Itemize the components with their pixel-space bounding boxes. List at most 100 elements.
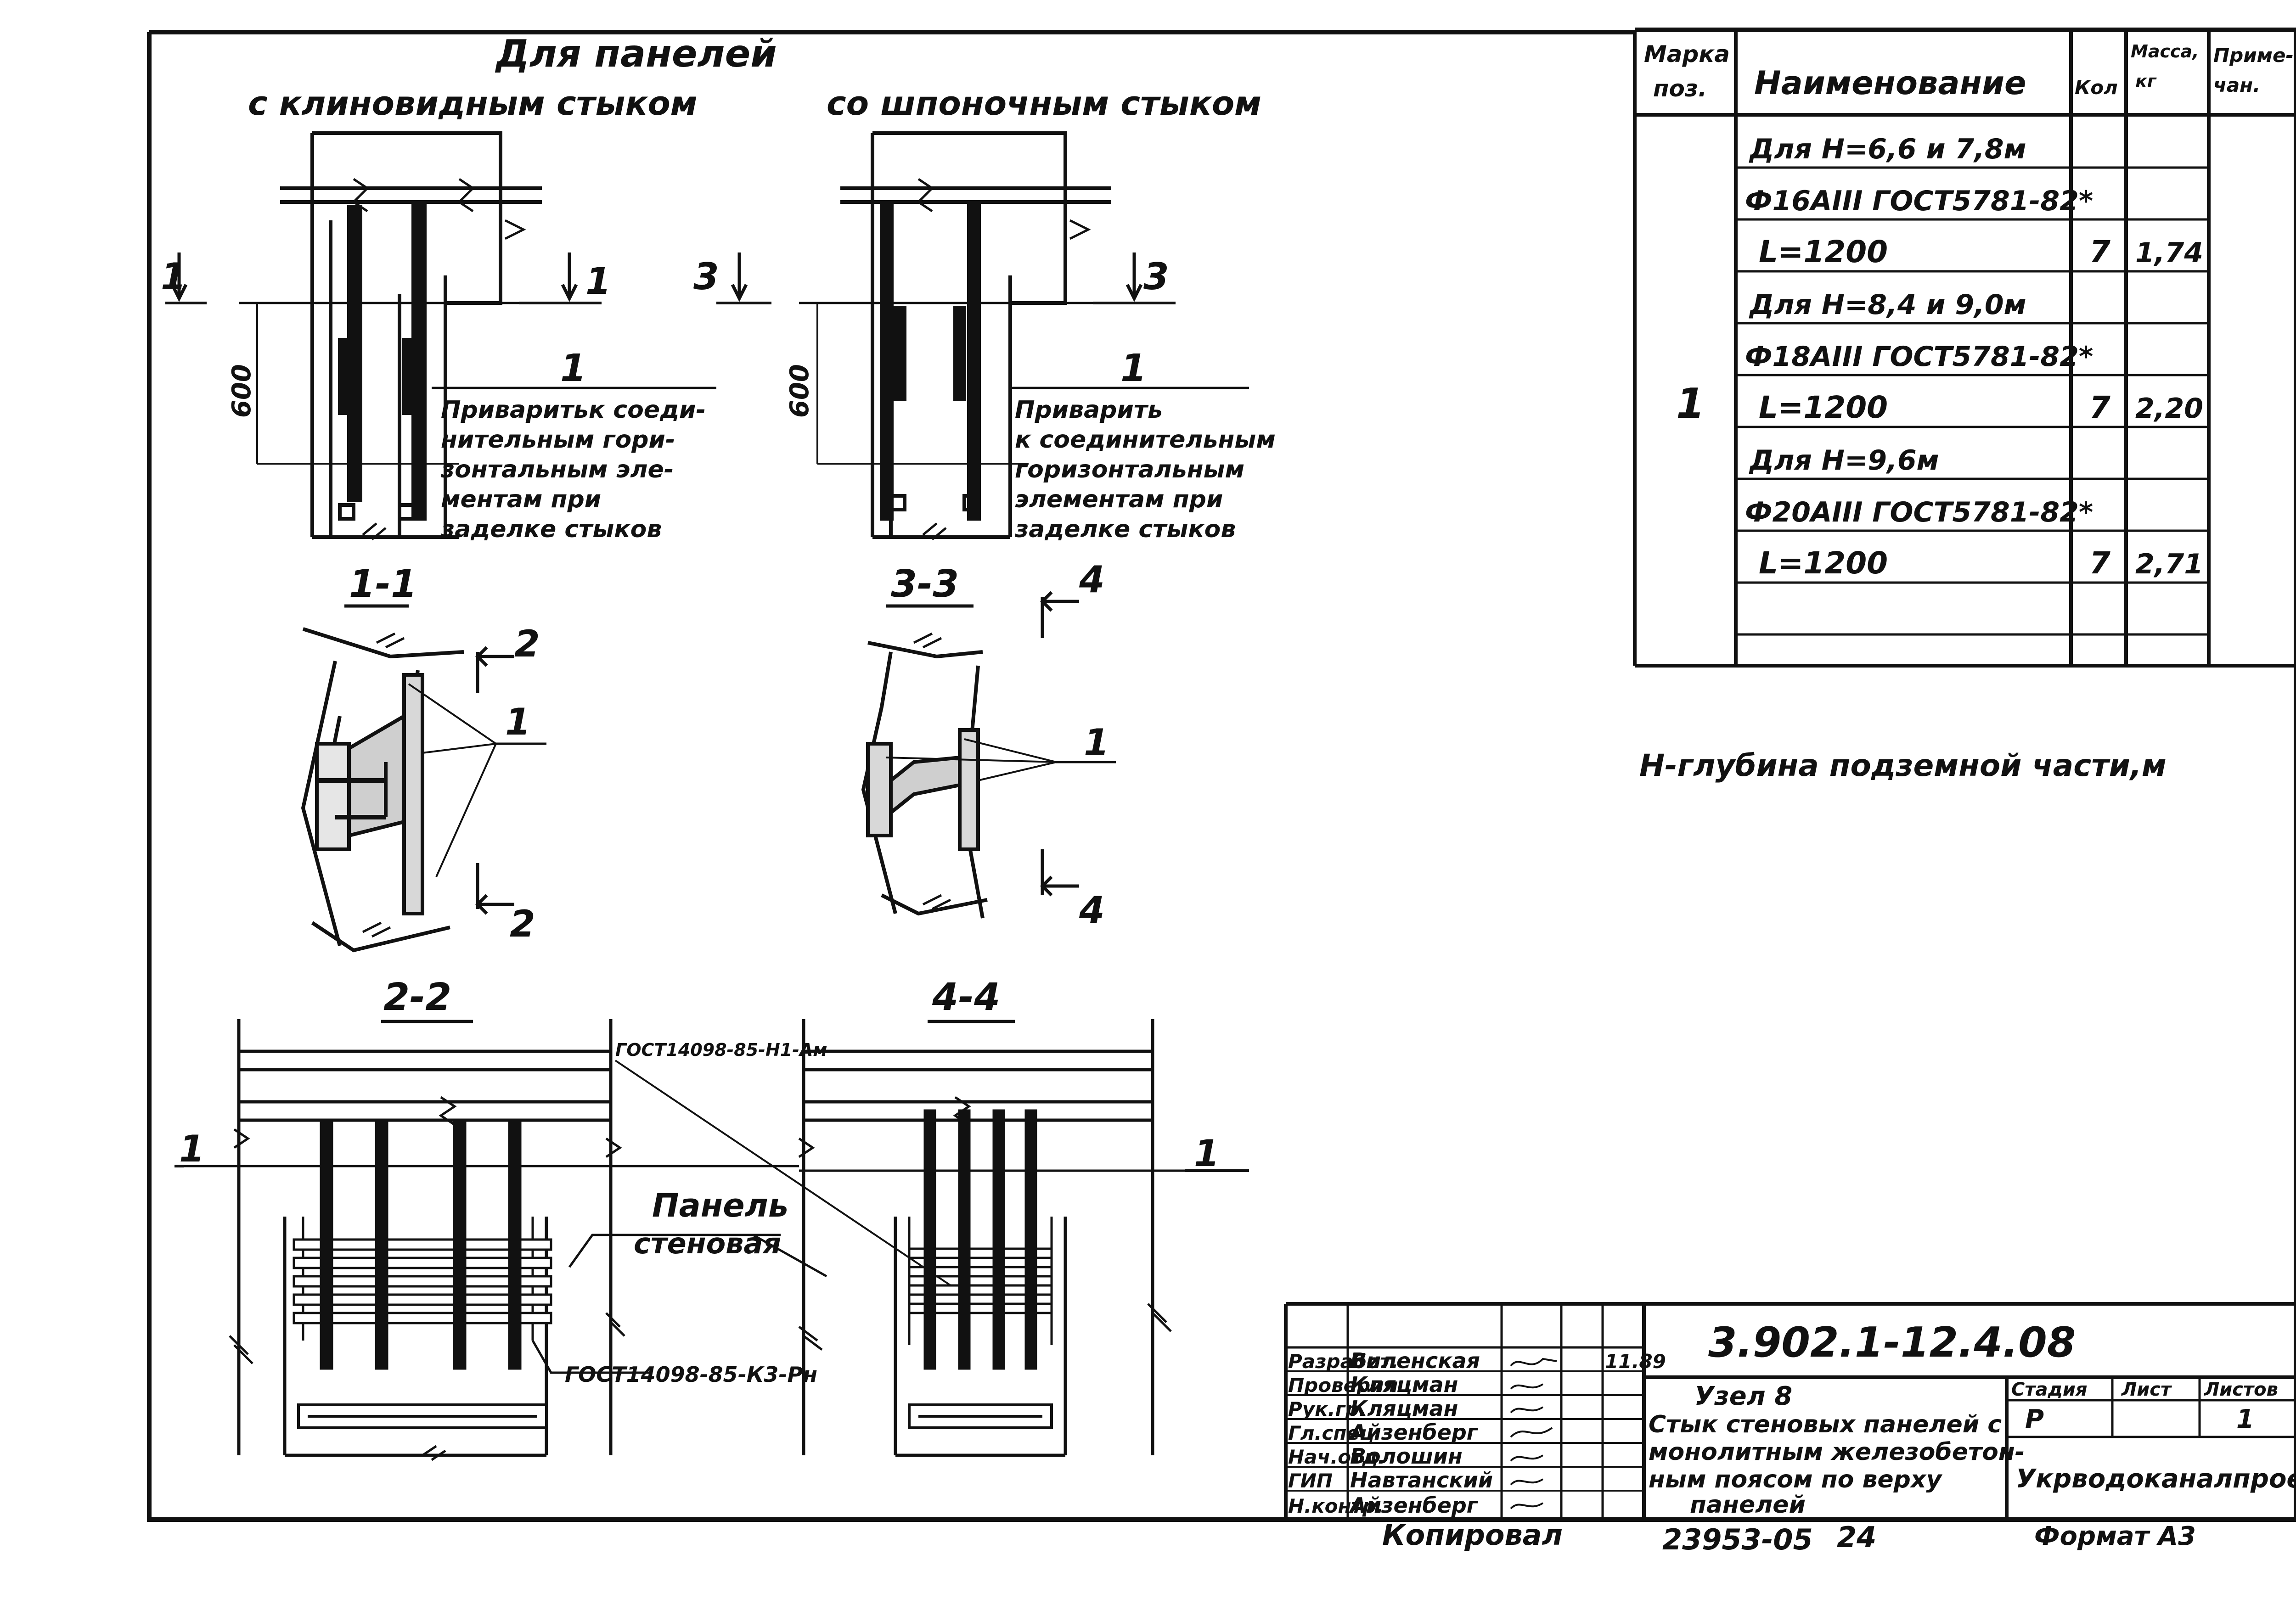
cut-label-1-left: 1 bbox=[161, 255, 186, 298]
date-cell: 11.89 bbox=[1605, 1350, 1666, 1373]
title-line: панелей bbox=[1690, 1491, 1806, 1519]
right-note-line: заделке стыков bbox=[1014, 516, 1236, 543]
row-name: L=1200 bbox=[1759, 390, 1888, 425]
row-name: Ф18АIII ГОСТ5781-82* bbox=[1745, 341, 2093, 373]
depth-note: Н-глубина подземной части,м bbox=[1639, 748, 2167, 783]
name-cell: Айзенберг bbox=[1349, 1493, 1479, 1518]
cut-label-1-right: 1 bbox=[585, 260, 611, 303]
signatures bbox=[1510, 1358, 1557, 1509]
name-cell: Навтанский bbox=[1350, 1468, 1493, 1492]
row-name: Для Н=6,6 и 7,8м bbox=[1749, 133, 2026, 165]
table-row: Для Н=6,6 и 7,8м bbox=[1749, 133, 2026, 165]
row-mass: 2,20 bbox=[2135, 393, 2203, 425]
row-qty: 7 bbox=[2089, 234, 2110, 269]
left-note-line: заделке стыков bbox=[440, 516, 662, 543]
sheet-format: Формат А3 bbox=[2034, 1521, 2196, 1551]
copied-by: Копировал bbox=[1382, 1518, 1563, 1552]
title-block-grid bbox=[1284, 1302, 2296, 1520]
gost-top-label: ГОСТ14098-85-Н1-Ам bbox=[615, 1040, 827, 1060]
pos-1-right-elev: 1 bbox=[1120, 347, 1147, 390]
table-row: L=1200 7 2,20 bbox=[1759, 390, 2203, 425]
drawing-code: 3.902.1-12.4.08 bbox=[1708, 1318, 2076, 1367]
pos-1-section-3-3: 1 bbox=[1084, 721, 1109, 764]
role-cell: Проверил bbox=[1288, 1374, 1398, 1397]
cut-label-3-left: 3 bbox=[693, 255, 719, 298]
row-name: Для Н=9,6м bbox=[1749, 444, 1939, 477]
role-cell: ГИП bbox=[1288, 1470, 1333, 1492]
row-name: Для Н=8,4 и 9,0м bbox=[1749, 289, 2026, 321]
role-cell: Гл.спец. bbox=[1288, 1422, 1381, 1444]
table-row: L=1200 7 2,71 bbox=[1759, 545, 2203, 581]
wedge-joint-label: с клиновидным стыком bbox=[248, 84, 698, 123]
name-cell: Кляцман bbox=[1350, 1396, 1458, 1421]
section-4-4-title: 4-4 bbox=[932, 976, 1000, 1019]
right-note-line: элементам при bbox=[1015, 486, 1223, 513]
header-mark-line1: Марка bbox=[1644, 41, 1730, 67]
dim-600-right: 600 bbox=[785, 364, 815, 418]
header-name: Наименование bbox=[1754, 64, 2026, 102]
title-line: Стык стеновых панелей с bbox=[1649, 1411, 2002, 1438]
name-cell: Виленская bbox=[1350, 1348, 1480, 1373]
key-joint-label: со шпоночным стыком bbox=[827, 84, 1261, 123]
dim-600-left: 600 bbox=[227, 364, 257, 418]
cut-label-4-top: 4 bbox=[1079, 558, 1105, 601]
stage-value: Р bbox=[2025, 1404, 2044, 1434]
spec-mark-cell: 1 bbox=[1676, 380, 1705, 428]
spec-table-rows: Для Н=6,6 и 7,8м Ф16АIII ГОСТ5781-82* L=… bbox=[1745, 133, 2203, 581]
header-qty: Кол bbox=[2075, 76, 2118, 99]
pos-1-section-1-1: 1 bbox=[505, 701, 531, 743]
sheet-header: Лист bbox=[2121, 1379, 2172, 1400]
role-cell: Нач.отд. bbox=[1288, 1446, 1385, 1468]
panel-label-line2: стеновая bbox=[634, 1227, 781, 1260]
section-3-3-drawing bbox=[861, 591, 1116, 919]
header-mass-line2: кг bbox=[2135, 71, 2157, 91]
title-line: ным поясом по верху bbox=[1649, 1466, 1942, 1493]
inventory-number: 23953-05 bbox=[1662, 1523, 1813, 1556]
table-row: Для Н=8,4 и 9,0м bbox=[1749, 289, 2026, 321]
section-1-1-drawing bbox=[301, 627, 546, 953]
right-note-line: Приварить bbox=[1015, 396, 1163, 424]
row-name: L=1200 bbox=[1759, 234, 1888, 269]
right-elevation-note: Приварить к соединительным горизонтальны… bbox=[1014, 396, 1276, 543]
title-block-names: Виленская Кляцман Кляцман Айзенберг Воло… bbox=[1349, 1348, 1493, 1518]
table-row: Ф16АIII ГОСТ5781-82* bbox=[1745, 185, 2093, 217]
pos-1-left-elev: 1 bbox=[560, 347, 586, 390]
section-2-2-drawing bbox=[174, 1019, 965, 1461]
cut-label-2-bottom: 2 bbox=[510, 903, 535, 945]
right-note-line: к соединительным bbox=[1015, 426, 1276, 454]
title-block-roles: Разработ. Проверил Рук.гр. Гл.спец. Нач.… bbox=[1288, 1350, 1398, 1517]
name-cell: Кляцман bbox=[1350, 1372, 1458, 1397]
right-note-line: горизонтальным bbox=[1015, 456, 1244, 483]
sheet-frame bbox=[147, 28, 2296, 1522]
left-note-line: Приваритьк соеди- bbox=[441, 396, 706, 424]
title-line: монолитным железобетон- bbox=[1649, 1438, 2025, 1466]
cut-label-2-top: 2 bbox=[514, 623, 540, 665]
right-elevation bbox=[716, 131, 1249, 540]
left-elevation-note: Приваритьк соеди- нительным гори- зонтал… bbox=[440, 396, 706, 543]
row-mass: 2,71 bbox=[2135, 548, 2203, 580]
cut-label-3-right: 3 bbox=[1143, 255, 1169, 298]
gost-bottom-label: ГОСТ14098-85-К3-Рн bbox=[565, 1362, 817, 1387]
for-panels-label: Для панелей bbox=[495, 32, 777, 76]
panel-label-line1: Панель bbox=[652, 1187, 788, 1224]
spec-table-header: Марка поз. Наименование Кол Масса, кг Пр… bbox=[1644, 41, 2294, 102]
cut-label-4-bottom: 4 bbox=[1079, 889, 1105, 931]
role-cell: Рук.гр. bbox=[1288, 1398, 1367, 1420]
table-row: Для Н=9,6м bbox=[1749, 444, 1939, 477]
name-cell: Волошин bbox=[1350, 1444, 1463, 1469]
row-name: Ф20АIII ГОСТ5781-82* bbox=[1745, 496, 2093, 528]
section-4-4-drawing bbox=[798, 1019, 1249, 1457]
title-line: Узел 8 bbox=[1694, 1381, 1792, 1411]
header-mark-line2: поз. bbox=[1653, 75, 1707, 102]
row-qty: 7 bbox=[2089, 390, 2110, 425]
page-number: 24 bbox=[1837, 1520, 1876, 1554]
section-2-2-title: 2-2 bbox=[383, 976, 451, 1019]
sheets-header: Листов bbox=[2204, 1379, 2278, 1400]
section-1-1-title: 1-1 bbox=[349, 562, 417, 606]
table-row: Ф20АIII ГОСТ5781-82* bbox=[1745, 496, 2093, 528]
role-cell: Разработ. bbox=[1288, 1350, 1398, 1373]
header-note-line2: чан. bbox=[2213, 74, 2260, 96]
header-mass-line1: Масса, bbox=[2131, 41, 2199, 62]
left-note-line: зонтальным эле- bbox=[440, 456, 674, 483]
